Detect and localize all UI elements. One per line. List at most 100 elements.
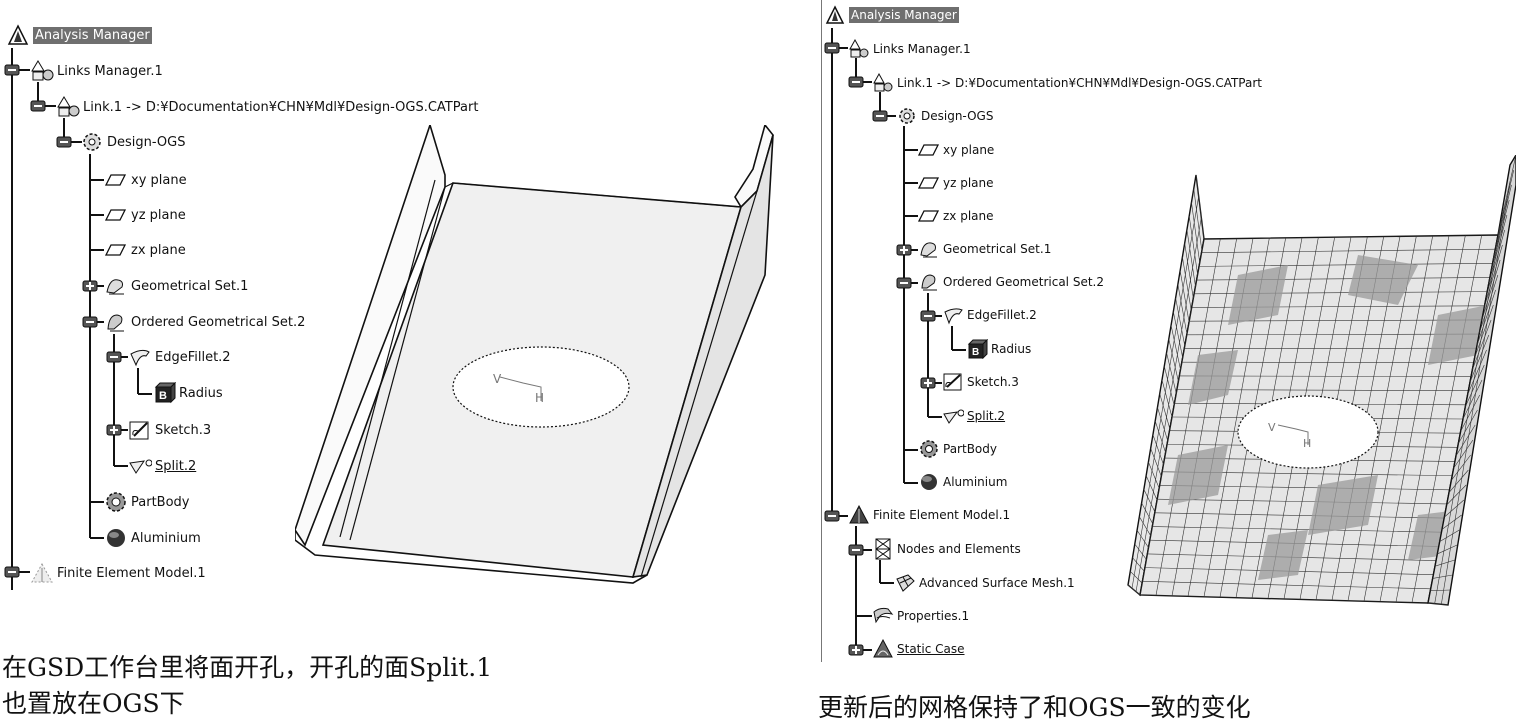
tree-node-design-ogs[interactable]: Design-OGS: [896, 106, 993, 126]
tree-node-label: Static Case: [897, 642, 965, 656]
tree-node-label: xy plane: [943, 143, 994, 157]
tree-node-link-1[interactable]: Link.1 -> D:¥Documentation¥CHN¥Mdl¥Desig…: [56, 96, 478, 118]
geometrical-set-icon: [104, 275, 128, 297]
tree-node-aluminium[interactable]: Aluminium: [918, 472, 1007, 492]
tree-node-links-manager[interactable]: Links Manager.1: [848, 39, 971, 59]
sketch-axis-h-label: H: [1303, 437, 1311, 450]
parameter-icon: B: [966, 339, 988, 359]
link-icon: [872, 73, 894, 93]
surface-mesh-icon: [894, 573, 916, 593]
finite-element-model-icon: [848, 505, 870, 525]
tree-node-analysis-manager[interactable]: Analysis Manager: [6, 24, 152, 46]
tree-node-radius[interactable]: B Radius: [966, 339, 1031, 359]
plane-icon: [104, 169, 128, 191]
tree-node-label: zx plane: [131, 243, 186, 258]
properties-icon: [872, 606, 894, 626]
tree-node-label: Finite Element Model.1: [873, 508, 1010, 522]
tree-node-label: Radius: [991, 342, 1031, 356]
tree-node-ordered-geometrical-set-2[interactable]: Ordered Geometrical Set.2: [104, 311, 305, 333]
tree-node-label: Link.1 -> D:¥Documentation¥CHN¥Mdl¥Desig…: [83, 100, 478, 115]
tree-node-edgefillet-2[interactable]: EdgeFillet.2: [128, 346, 231, 368]
finite-element-model-icon: [30, 562, 54, 584]
tree-node-nodes-and-elements[interactable]: Nodes and Elements: [872, 539, 1021, 559]
plane-icon: [104, 239, 128, 261]
tree-node-xy-plane[interactable]: xy plane: [918, 140, 994, 160]
sketch-axis-v-label: V: [493, 372, 502, 386]
partbody-icon: [918, 439, 940, 459]
tree-node-static-case[interactable]: Static Case: [872, 639, 965, 659]
sketch-axis-h-label: H: [535, 391, 544, 405]
tree-node-analysis-manager[interactable]: Analysis Manager: [824, 5, 959, 25]
tree-node-sketch-3[interactable]: Sketch.3: [942, 372, 1019, 392]
tree-node-label: Design-OGS: [921, 109, 993, 123]
sketch-icon: [128, 419, 152, 441]
tree-node-label: Links Manager.1: [57, 64, 163, 79]
split-icon: [128, 455, 152, 477]
static-case-icon: [872, 639, 894, 659]
tree-node-partbody[interactable]: PartBody: [104, 491, 189, 513]
tree-node-yz-plane[interactable]: yz plane: [918, 173, 994, 193]
tree-node-label: Finite Element Model.1: [57, 566, 206, 581]
tree-node-label: Split.2: [967, 409, 1005, 423]
tree-node-label: yz plane: [131, 208, 186, 223]
right-tree-connectors: [818, 0, 1078, 665]
edge-fillet-icon: [942, 305, 964, 325]
tree-node-label: EdgeFillet.2: [967, 308, 1037, 322]
link-icon: [56, 96, 80, 118]
tree-node-finite-element-model-1[interactable]: Finite Element Model.1: [30, 562, 206, 584]
tree-node-link-1[interactable]: Link.1 -> D:¥Documentation¥CHN¥Mdl¥Desig…: [872, 73, 1262, 93]
tree-node-properties-1[interactable]: Properties.1: [872, 606, 969, 626]
split-icon: [942, 406, 964, 426]
tree-node-zx-plane[interactable]: zx plane: [104, 239, 186, 261]
caption-left-line-2: 也置放在OGS下: [2, 686, 185, 722]
tree-node-geometrical-set-1[interactable]: Geometrical Set.1: [104, 275, 248, 297]
right-screenshot-panel: Analysis Manager Links Manager.1 Link.1 …: [818, 0, 1516, 665]
caption-left-line-1: 在GSD工作台里将面开孔，开孔的面Split.1: [2, 650, 492, 686]
tree-node-label: Aluminium: [131, 531, 201, 546]
tree-node-label: EdgeFillet.2: [155, 350, 231, 365]
tree-node-geometrical-set-1[interactable]: Geometrical Set.1: [918, 239, 1051, 259]
tree-node-split-2[interactable]: Split.2: [942, 406, 1005, 426]
tree-node-label: Split.2: [155, 459, 196, 474]
nodes-elements-icon: [872, 539, 894, 559]
tree-node-sketch-3[interactable]: Sketch.3: [128, 419, 211, 441]
tree-node-advanced-surface-mesh-1[interactable]: Advanced Surface Mesh.1: [894, 573, 1075, 593]
parameter-icon: B: [152, 382, 176, 404]
geometrical-set-icon: [918, 239, 940, 259]
material-icon: [918, 472, 940, 492]
tree-node-yz-plane[interactable]: yz plane: [104, 204, 186, 226]
tree-node-label: PartBody: [131, 495, 189, 510]
tree-node-design-ogs[interactable]: Design-OGS: [80, 131, 186, 153]
tree-node-label: Aluminium: [943, 475, 1007, 489]
links-manager-icon: [30, 60, 54, 82]
tree-node-label: Geometrical Set.1: [131, 279, 248, 294]
tree-node-label: yz plane: [943, 176, 994, 190]
tree-node-label: Sketch.3: [155, 423, 211, 438]
tree-node-split-2[interactable]: Split.2: [128, 455, 196, 477]
tree-node-label: Radius: [179, 386, 223, 401]
links-manager-icon: [848, 39, 870, 59]
analysis-manager-icon: [6, 24, 30, 46]
tree-node-radius[interactable]: B Radius: [152, 382, 223, 404]
tree-node-ordered-geometrical-set-2[interactable]: Ordered Geometrical Set.2: [918, 272, 1104, 292]
meshed-channel-3d-view: V H: [1118, 155, 1516, 615]
part-gear-icon: [896, 106, 918, 126]
tree-node-edgefillet-2[interactable]: EdgeFillet.2: [942, 305, 1037, 325]
tree-node-label: Ordered Geometrical Set.2: [943, 275, 1104, 289]
plane-icon: [918, 140, 940, 160]
tree-node-links-manager[interactable]: Links Manager.1: [30, 60, 163, 82]
tree-node-aluminium[interactable]: Aluminium: [104, 527, 201, 549]
svg-text:B: B: [159, 390, 167, 402]
tree-node-label: Design-OGS: [107, 135, 186, 150]
tree-node-label: Links Manager.1: [873, 42, 971, 56]
plane-icon: [918, 206, 940, 226]
edge-fillet-icon: [128, 346, 152, 368]
analysis-manager-icon: [824, 5, 846, 25]
sketch-axis-v-label: V: [1268, 421, 1276, 434]
material-icon: [104, 527, 128, 549]
tree-node-zx-plane[interactable]: zx plane: [918, 206, 994, 226]
tree-node-finite-element-model-1[interactable]: Finite Element Model.1: [848, 505, 1010, 525]
left-screenshot-panel: Analysis Manager Links Manager.1 Link.1 …: [0, 0, 810, 600]
tree-node-xy-plane[interactable]: xy plane: [104, 169, 187, 191]
tree-node-partbody[interactable]: PartBody: [918, 439, 997, 459]
